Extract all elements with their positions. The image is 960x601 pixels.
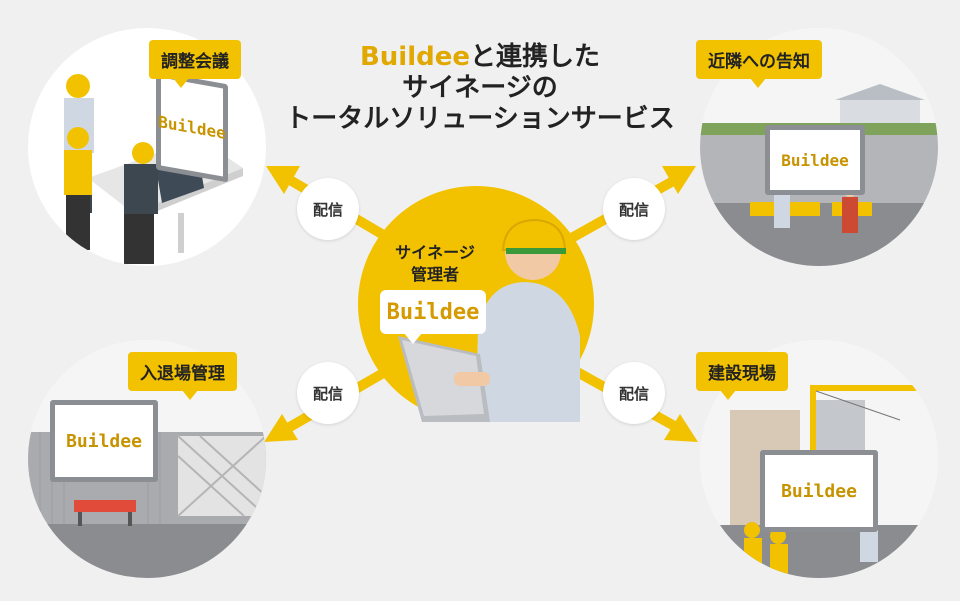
center-logo-bubble: Buildee: [380, 290, 486, 344]
label-meeting: 調整会議: [149, 40, 241, 88]
title-line2: サイネージの: [402, 73, 558, 103]
title-line1: と連携した: [470, 42, 601, 72]
neighbors-screen: Buildee: [765, 125, 865, 195]
center-label-line2: 管理者: [410, 265, 459, 284]
center-manager-circle: [358, 186, 594, 422]
title-brand: Buildee: [359, 42, 470, 72]
distribute-badge-entry: 配信: [297, 362, 359, 424]
arrowhead-meeting: [266, 166, 300, 194]
arrowhead-site: [664, 414, 698, 442]
meeting-screen: Buildee: [156, 71, 228, 183]
site-screen: Buildee: [760, 450, 878, 532]
meeting-scene: Buildee: [28, 28, 266, 266]
distribute-badge-meeting: 配信: [297, 178, 359, 240]
label-neighbors: 近隣への告知: [696, 40, 822, 88]
distribute-badge-site: 配信: [603, 362, 665, 424]
entry-screen: Buildee: [50, 400, 158, 482]
center-label: サイネージ 管理者: [385, 242, 485, 286]
diagram-title: Buildeeと連携した サイネージの トータルソリューションサービス: [230, 42, 730, 135]
title-line3: トータルソリューションサービス: [285, 104, 675, 134]
distribute-badge-neighbors: 配信: [603, 178, 665, 240]
center-label-line1: サイネージ: [395, 243, 475, 262]
label-site: 建設現場: [696, 352, 788, 400]
manager-illustration: [398, 218, 580, 422]
label-entry: 入退場管理: [128, 352, 237, 400]
arrowhead-neighbors: [662, 166, 696, 194]
arrowhead-entry: [264, 414, 298, 442]
